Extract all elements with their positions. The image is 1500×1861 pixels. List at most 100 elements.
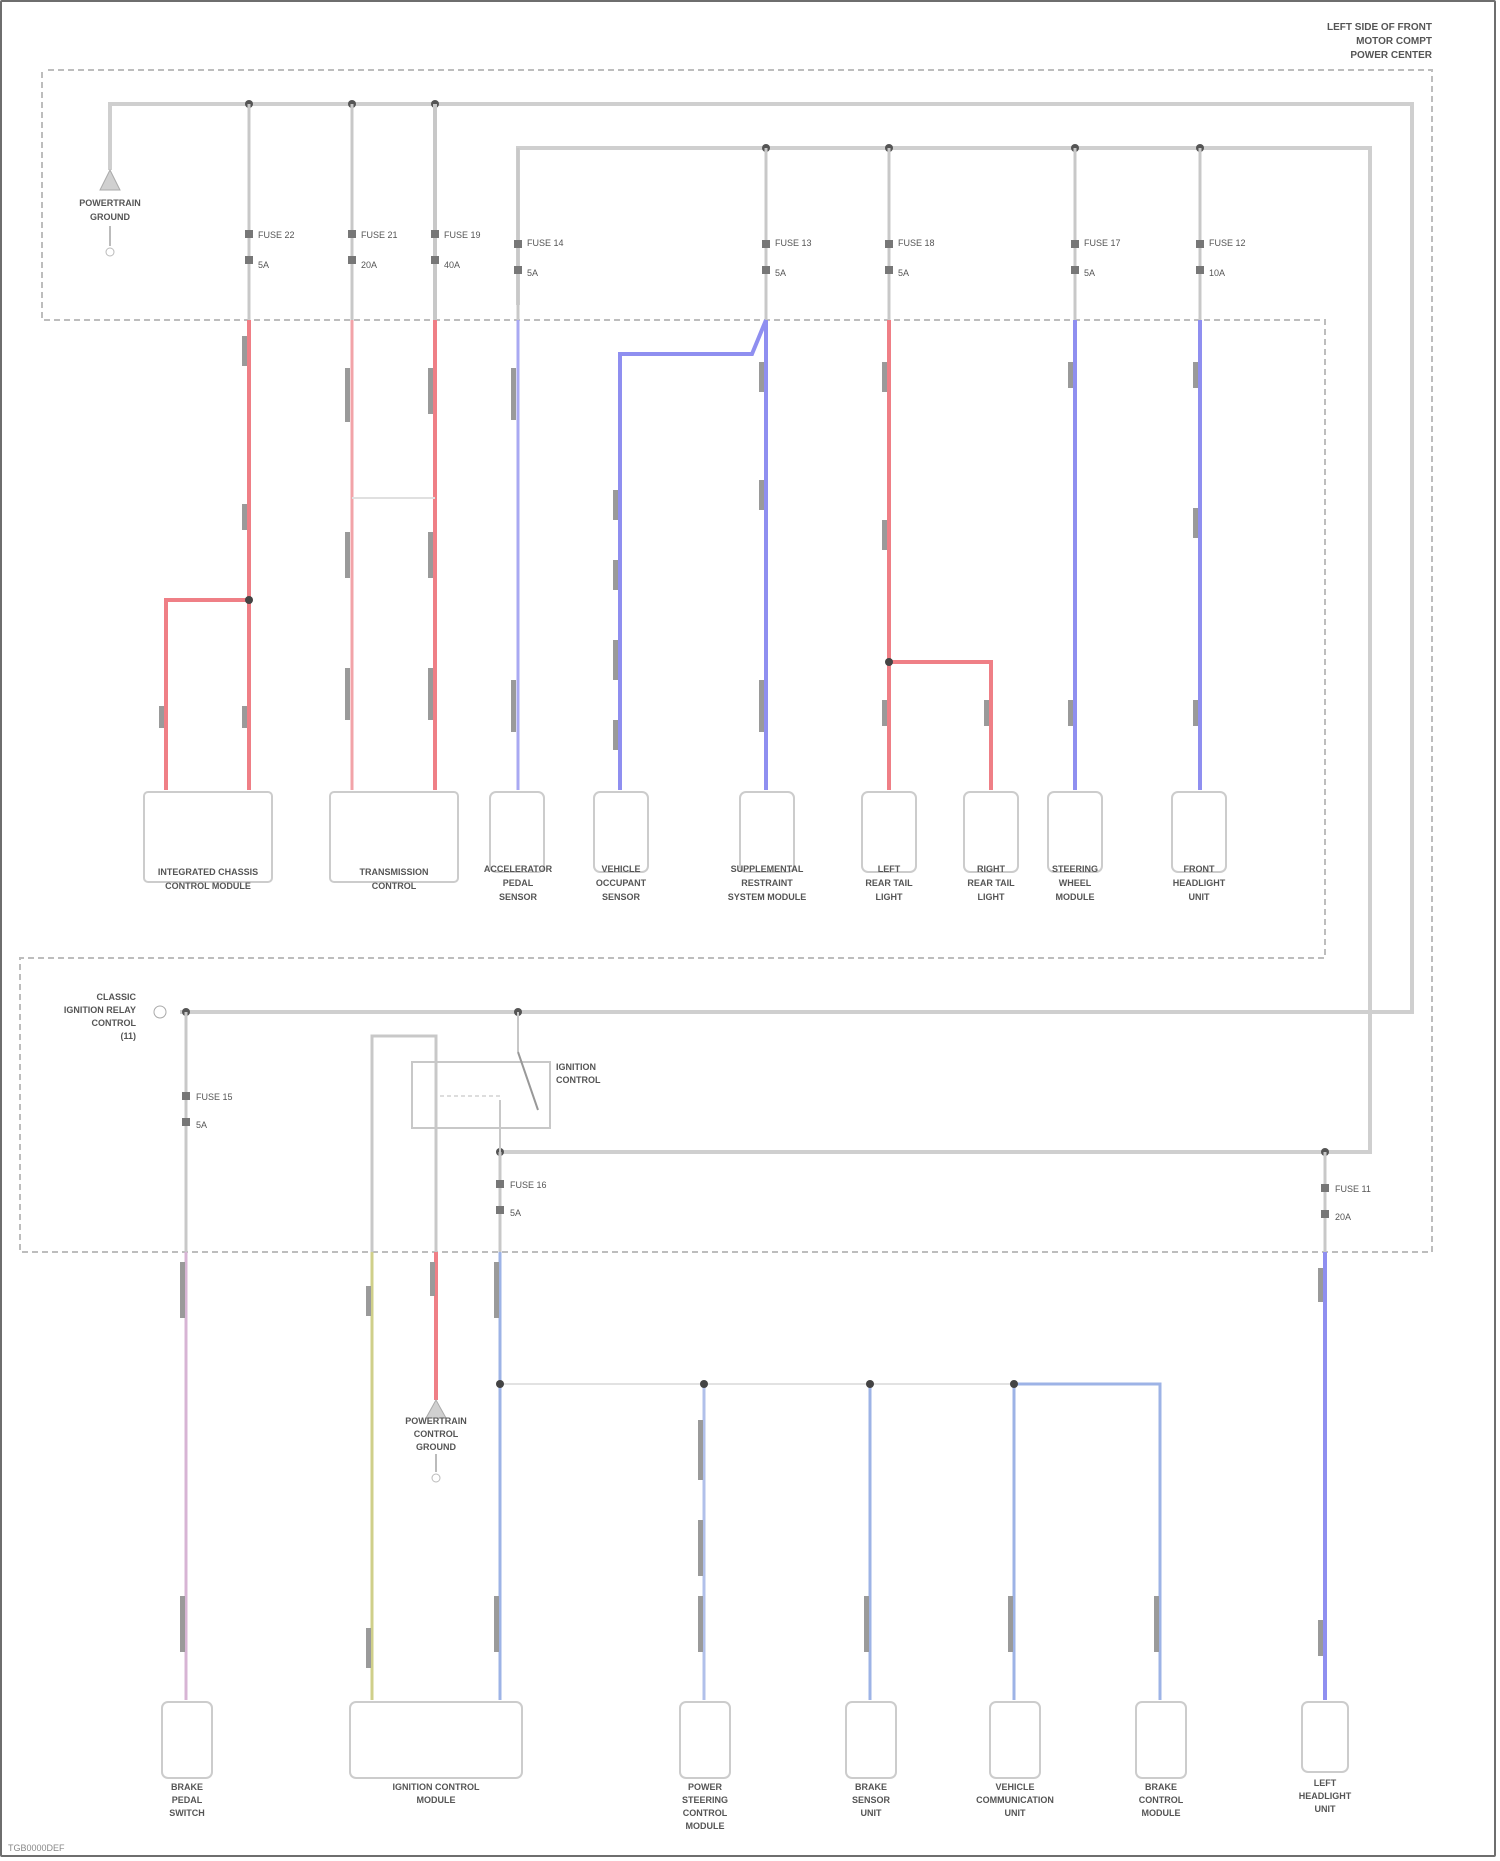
svg-text:CONTROL: CONTROL bbox=[414, 1429, 459, 1439]
component-brake-sensor bbox=[845, 1701, 897, 1779]
svg-text:LIGHT: LIGHT bbox=[978, 892, 1005, 902]
wire-red-icm-branch bbox=[164, 598, 249, 790]
svg-text:FUSE 17: FUSE 17 bbox=[1084, 238, 1121, 248]
svg-text:5A: 5A bbox=[1084, 268, 1095, 278]
fuse-14: FUSE 14 5A bbox=[514, 148, 564, 320]
svg-text:CONTROL: CONTROL bbox=[1139, 1795, 1184, 1805]
svg-text:POWERTRAIN: POWERTRAIN bbox=[405, 1416, 467, 1426]
svg-text:UNIT: UNIT bbox=[1315, 1804, 1336, 1814]
fuse-18: FUSE 18 5A bbox=[885, 144, 935, 320]
lower-connector-markers bbox=[180, 1262, 1323, 1668]
svg-text:ACCELERATOR: ACCELERATOR bbox=[484, 864, 553, 874]
fuse-17: FUSE 17 5A bbox=[1071, 144, 1121, 320]
svg-text:IGNITION CONTROL: IGNITION CONTROL bbox=[393, 1782, 480, 1792]
svg-text:CONTROL: CONTROL bbox=[372, 881, 417, 891]
svg-text:REAR TAIL: REAR TAIL bbox=[967, 878, 1015, 888]
connector-markers bbox=[159, 336, 1198, 750]
svg-text:RESTRAINT: RESTRAINT bbox=[741, 878, 793, 888]
svg-text:STEERING: STEERING bbox=[1052, 864, 1098, 874]
svg-text:COMMUNICATION: COMMUNICATION bbox=[976, 1795, 1054, 1805]
power-center-title: LEFT SIDE OF FRONT MOTOR COMPT POWER CEN… bbox=[1327, 22, 1433, 61]
upper-wires bbox=[164, 319, 1202, 790]
svg-text:STEERING: STEERING bbox=[682, 1795, 728, 1805]
fuse-21: FUSE 21 20A bbox=[348, 100, 398, 320]
upper-component-labels: INTEGRATED CHASSIS CONTROL MODULE TRANSM… bbox=[158, 864, 1226, 902]
svg-text:POWER CENTER: POWER CENTER bbox=[1350, 50, 1432, 61]
svg-text:(11): (11) bbox=[120, 1031, 136, 1041]
svg-text:VEHICLE: VEHICLE bbox=[995, 1782, 1034, 1792]
svg-text:WHEEL: WHEEL bbox=[1059, 878, 1092, 888]
bus-lines bbox=[108, 102, 1414, 1154]
upper-components bbox=[143, 791, 1227, 883]
svg-text:SYSTEM MODULE: SYSTEM MODULE bbox=[728, 892, 807, 902]
fuse-12: FUSE 12 10A bbox=[1196, 144, 1246, 320]
svg-text:FUSE 11: FUSE 11 bbox=[1335, 1184, 1371, 1194]
svg-text:MODULE: MODULE bbox=[1142, 1808, 1181, 1818]
svg-text:SENSOR: SENSOR bbox=[602, 892, 641, 902]
svg-text:5A: 5A bbox=[196, 1120, 207, 1130]
svg-text:FUSE 14: FUSE 14 bbox=[527, 238, 564, 248]
svg-text:SUPPLEMENTAL: SUPPLEMENTAL bbox=[731, 864, 804, 874]
svg-text:SENSOR: SENSOR bbox=[499, 892, 538, 902]
svg-text:REAR TAIL: REAR TAIL bbox=[865, 878, 913, 888]
svg-text:FUSE 21: FUSE 21 bbox=[361, 230, 398, 240]
svg-text:TRANSMISSION: TRANSMISSION bbox=[359, 867, 428, 877]
svg-text:PEDAL: PEDAL bbox=[172, 1795, 203, 1805]
diagram-footer-id: TGB0000DEF bbox=[8, 1843, 65, 1853]
svg-text:20A: 20A bbox=[1335, 1212, 1351, 1222]
component-vcu bbox=[989, 1701, 1041, 1779]
wire-red-tail-branch bbox=[889, 660, 993, 790]
svg-text:IGNITION: IGNITION bbox=[556, 1062, 596, 1072]
svg-text:LEFT: LEFT bbox=[878, 864, 901, 874]
wire-blue-vos bbox=[618, 319, 768, 790]
svg-text:POWER: POWER bbox=[688, 1782, 723, 1792]
upper-fuses: FUSE 22 5A FUSE 21 20A FUSE 19 40A FUSE … bbox=[245, 100, 1246, 320]
ground-symbol-lower: POWERTRAIN CONTROL GROUND bbox=[405, 1398, 467, 1483]
svg-text:LEFT: LEFT bbox=[1314, 1778, 1337, 1788]
component-pscm bbox=[679, 1701, 731, 1779]
svg-text:UNIT: UNIT bbox=[861, 1808, 882, 1818]
svg-text:MOTOR COMPT: MOTOR COMPT bbox=[1356, 36, 1432, 47]
component-brake-switch bbox=[161, 1701, 213, 1779]
svg-text:IGNITION RELAY: IGNITION RELAY bbox=[64, 1005, 136, 1015]
svg-text:MODULE: MODULE bbox=[417, 1795, 456, 1805]
svg-text:MODULE: MODULE bbox=[1056, 892, 1095, 902]
svg-text:40A: 40A bbox=[444, 260, 460, 270]
fuse-13: FUSE 13 5A bbox=[762, 144, 812, 320]
upper-power-center-boundary bbox=[19, 69, 1433, 1253]
svg-text:BRAKE: BRAKE bbox=[1145, 1782, 1177, 1792]
ignition-relay: IGNITION CONTROL bbox=[411, 1012, 601, 1152]
svg-text:FUSE 22: FUSE 22 bbox=[258, 230, 295, 240]
svg-text:FUSE 18: FUSE 18 bbox=[898, 238, 935, 248]
svg-text:CONTROL: CONTROL bbox=[683, 1808, 728, 1818]
svg-text:LIGHT: LIGHT bbox=[876, 892, 903, 902]
svg-text:UNIT: UNIT bbox=[1189, 892, 1210, 902]
svg-text:MODULE: MODULE bbox=[686, 1821, 725, 1831]
svg-text:5A: 5A bbox=[258, 260, 269, 270]
ground-symbol-upper: POWERTRAIN GROUND bbox=[70, 168, 150, 257]
component-icm bbox=[143, 791, 273, 883]
svg-text:CONTROL: CONTROL bbox=[556, 1075, 601, 1085]
lower-side-label: CLASSIC IGNITION RELAY CONTROL (11) bbox=[64, 992, 167, 1041]
component-ignition-module bbox=[349, 1701, 523, 1779]
lower-wires bbox=[184, 1252, 1327, 1700]
lower-components bbox=[161, 1701, 1349, 1779]
fuse-15: FUSE 15 5A bbox=[182, 1012, 233, 1252]
component-vos bbox=[593, 791, 649, 873]
svg-text:5A: 5A bbox=[527, 268, 538, 278]
fuse-22: FUSE 22 5A bbox=[245, 100, 295, 320]
svg-text:FUSE 16: FUSE 16 bbox=[510, 1180, 547, 1190]
svg-text:FUSE 15: FUSE 15 bbox=[196, 1092, 233, 1102]
svg-text:BRAKE: BRAKE bbox=[171, 1782, 203, 1792]
svg-text:BRAKE: BRAKE bbox=[855, 1782, 887, 1792]
component-left-tail bbox=[861, 791, 917, 873]
fuse-16: FUSE 16 5A bbox=[496, 1152, 547, 1252]
svg-text:POWERTRAIN: POWERTRAIN bbox=[79, 198, 141, 208]
svg-text:CONTROL: CONTROL bbox=[92, 1018, 137, 1028]
svg-text:FUSE 13: FUSE 13 bbox=[775, 238, 812, 248]
svg-text:HEADLIGHT: HEADLIGHT bbox=[1299, 1791, 1352, 1801]
component-headlight bbox=[1171, 791, 1227, 873]
wire-blue-bcm bbox=[1014, 1382, 1162, 1700]
